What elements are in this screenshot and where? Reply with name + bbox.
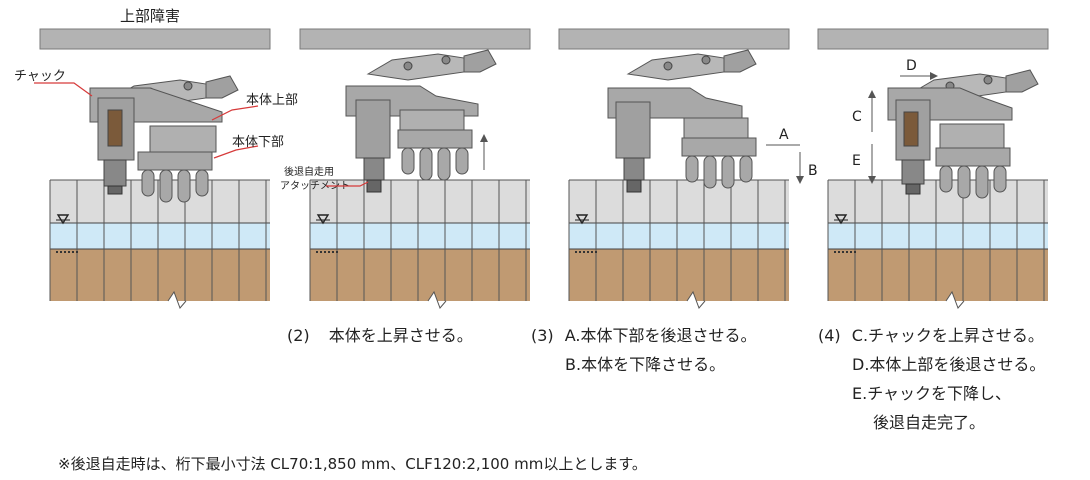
- machine-panel-3: [607, 49, 757, 193]
- step2-number: (2): [287, 326, 310, 345]
- step4-line2: D.本体上部を後退させる。: [852, 355, 1046, 374]
- raise-arrow: [480, 134, 488, 170]
- step2-caption: (2) 本体を上昇させる。: [287, 325, 473, 347]
- step3-number: (3): [531, 326, 554, 345]
- overhead-obstacle-title: 上部障害: [120, 7, 180, 25]
- label-c: C: [852, 109, 862, 125]
- chuck-label: チャック: [14, 69, 66, 84]
- step3-line2: B.本体を下降させる。: [565, 355, 726, 374]
- label-d: D: [906, 58, 917, 74]
- machine-panel-4: [887, 69, 1039, 199]
- step4-line4: 後退自走完了。: [873, 413, 986, 432]
- cde-indicators: [871, 75, 932, 180]
- body-upper-label: 本体上部: [246, 93, 298, 108]
- body-lower-label: 本体下部: [232, 135, 284, 150]
- overhead-beams: [39, 28, 1049, 50]
- step2-text: 本体を上昇させる。: [328, 326, 473, 345]
- footnote: ※後退自走時は、桁下最小寸法 CL70:1,850 mm、CLF120:2,10…: [58, 455, 647, 473]
- ground-panel-3: [568, 179, 790, 309]
- step3-caption: (3) A.本体下部を後退させる。: [531, 325, 757, 347]
- ab-indicators: [766, 144, 804, 184]
- leader-lines-panel-1: [34, 82, 259, 159]
- step4-number: (4): [818, 326, 841, 345]
- step4-line3: E.チャックを下降し、: [852, 384, 1012, 403]
- ground-panel-2: [309, 179, 531, 309]
- machine-panel-2: [345, 49, 497, 193]
- step3-line1: A.本体下部を後退させる。: [564, 326, 757, 345]
- label-b: B: [808, 163, 818, 179]
- attachment-leader: [326, 181, 369, 187]
- label-e: E: [852, 153, 861, 169]
- ground-panel-1: [49, 179, 271, 309]
- step4-line1: C.チャックを上昇させる。: [851, 326, 1044, 345]
- attachment-label-line2: アタッチメント: [280, 180, 350, 192]
- ground-panel-4: [827, 179, 1049, 309]
- machine-panel-1: [89, 75, 239, 203]
- attachment-label-line1: 後退自走用: [284, 165, 334, 178]
- step4-caption: (4) C.チャックを上昇させる。: [818, 325, 1044, 347]
- label-a: A: [779, 127, 789, 143]
